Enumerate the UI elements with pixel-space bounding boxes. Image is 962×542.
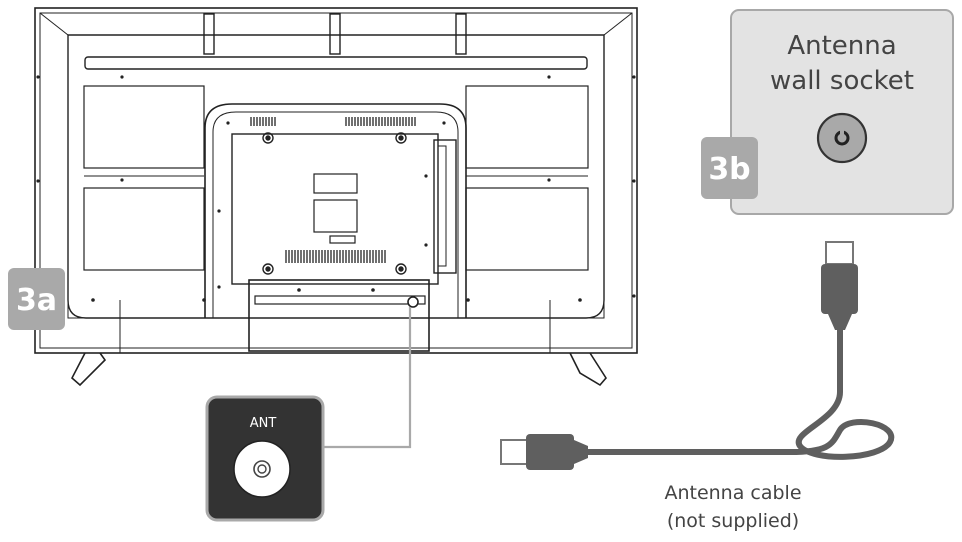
cable-plug-left: [500, 434, 588, 470]
wall-socket-panel: Antenna wall socket: [730, 9, 954, 215]
callout-connector-line: [322, 307, 412, 449]
cable-label-line1: Antenna cable: [664, 482, 801, 504]
badge-3a-background: [8, 268, 65, 330]
ant-port-ring-outer: [253, 460, 271, 478]
vesa-screw-holes: [262, 132, 407, 275]
cable-plug-left-tip: [500, 439, 529, 465]
cable-plug-left-body: [526, 434, 574, 470]
top-vent-slot: [84, 56, 588, 70]
antenna-cable: [500, 241, 895, 470]
label-sticker-small: [329, 235, 356, 244]
ant-port-callout: ANT: [205, 395, 325, 522]
bottom-input-panel: [248, 279, 430, 352]
wall-socket-outlet: [816, 112, 868, 164]
tv-back-illustration: [34, 7, 638, 387]
cable-plug-top-tip: [825, 241, 854, 265]
ant-port-connector: [233, 440, 291, 498]
badge-3a: 3a: [8, 268, 65, 330]
label-sticker-top: [313, 173, 358, 194]
central-housing: [204, 103, 467, 318]
tv-stand-feet: [71, 352, 607, 387]
panel-screw-dots: [36, 75, 636, 302]
ant-port-label: ANT: [250, 416, 277, 431]
cable-plug-top-body: [821, 264, 858, 314]
bottom-vent-slits: [285, 250, 386, 263]
badge-3b-label: 3b: [708, 152, 750, 187]
ant-port-marker: [407, 296, 419, 308]
label-sticker-middle: [313, 199, 358, 233]
tv-outer-frame: [34, 7, 638, 354]
badge-3a-label: 3a: [16, 283, 57, 318]
wall-panel-background: [730, 9, 954, 215]
cable-plug-top: [821, 241, 858, 330]
badge-3b: 3b: [701, 137, 758, 199]
top-mounting-ribs: [203, 13, 467, 55]
cable-label-line2: (not supplied): [667, 510, 799, 532]
badge-3b-background: [701, 137, 758, 199]
wall-socket-label-line1: Antenna: [787, 31, 896, 61]
top-vent-slits: [250, 117, 416, 126]
wall-socket-label-line2: wall socket: [770, 66, 914, 96]
ant-port-ring-inner: [257, 464, 267, 474]
side-port-strip: [433, 139, 457, 274]
cable-body: [577, 307, 895, 460]
